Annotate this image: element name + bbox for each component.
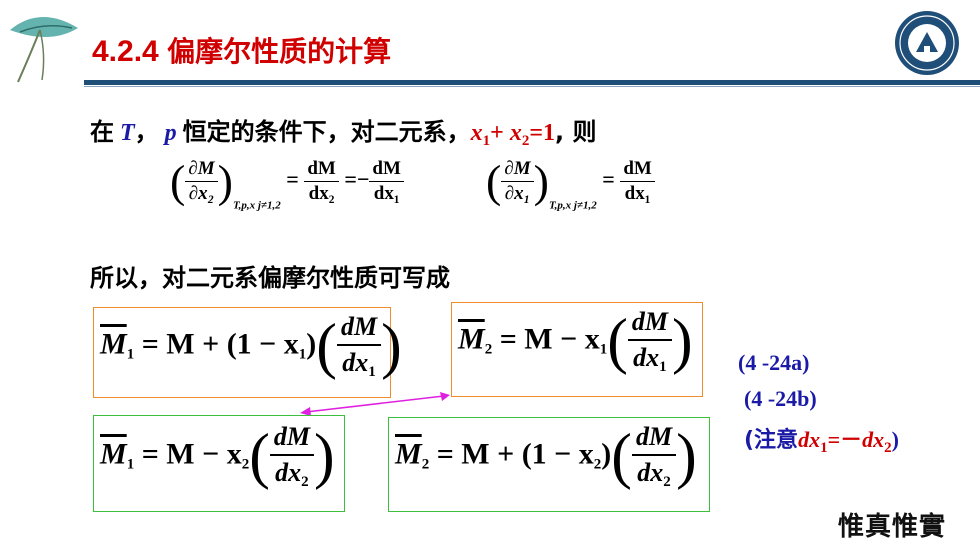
formula-box-1a <box>93 307 391 398</box>
header-rule <box>84 80 980 85</box>
double-arrow-icon <box>300 392 450 416</box>
section-title: 偏摩尔性质的计算 <box>167 35 392 68</box>
footer-motto: 惟真惟實 <box>838 512 947 542</box>
summary-line: 所以，对二元系偏摩尔性质可写成 <box>90 264 450 292</box>
section-number: 4.2.4 <box>92 35 159 68</box>
slide-title: 4.2.4 偏摩尔性质的计算 <box>92 30 391 70</box>
formula-box-2b <box>388 417 710 512</box>
equation-label-b: (4 -24b) <box>744 386 817 411</box>
header-rule-thin <box>84 86 980 87</box>
formula-box-1b <box>451 302 703 397</box>
equation-label-a: (4 -24a) <box>738 350 810 375</box>
university-seal-icon <box>895 11 959 75</box>
leaf-logo-icon <box>10 16 78 83</box>
formula-box-2a <box>93 415 345 512</box>
intro-line: 在 T， p 恒定的条件下，对二元系，x1+ x2=1, 则 <box>90 118 597 149</box>
note-label: (注意dx1=－dx2) <box>744 427 899 456</box>
